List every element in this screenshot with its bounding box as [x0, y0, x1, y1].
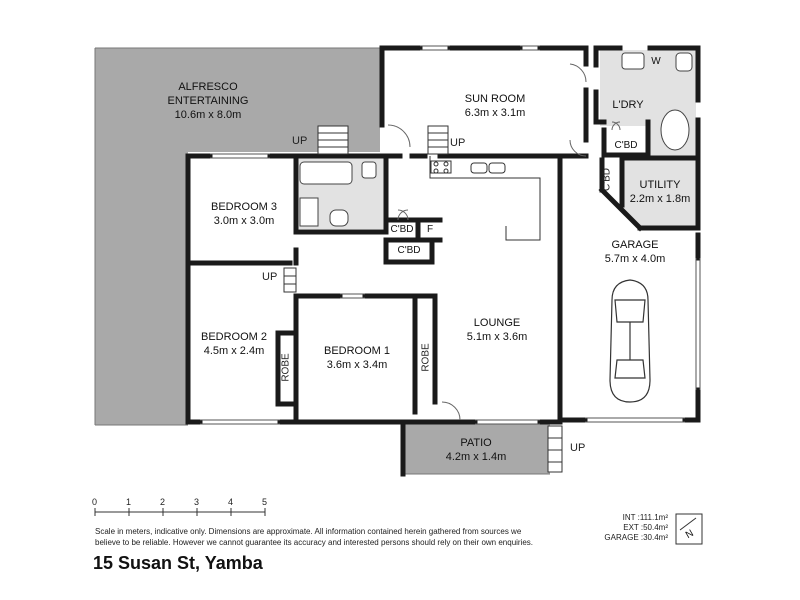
cbd-hall-label: C'BD	[397, 245, 421, 256]
utility-floor	[622, 157, 696, 226]
scale-tick-1: 1	[126, 497, 132, 507]
scale-tick-3: 3	[194, 497, 200, 507]
robe-bedroom2-label: ROBE	[280, 353, 292, 382]
patio-dims: 4.2m x 1.4m	[445, 451, 507, 463]
bedroom2-name: BEDROOM 2	[200, 331, 267, 343]
sun-room-label: SUN ROOM 6.3m x 3.1m	[440, 92, 550, 120]
alfresco-label: ALFRESCO ENTERTAINING 10.6m x 8.0m	[148, 80, 268, 122]
bedroom3-name: BEDROOM 3	[210, 201, 277, 213]
bedroom3-dims: 3.0m x 3.0m	[213, 215, 275, 227]
bedroom1-dims: 3.6m x 3.4m	[326, 359, 388, 371]
utility-label: UTILITY 2.2m x 1.8m	[624, 178, 696, 206]
laundry-label: L'DRY	[608, 98, 648, 112]
up-label-sunroom: UP	[450, 137, 466, 149]
bedroom3-label: BEDROOM 3 3.0m x 3.0m	[200, 200, 288, 228]
walls	[185, 45, 701, 477]
bedroom2-dims: 4.5m x 2.4m	[203, 345, 265, 357]
sun-room-name: SUN ROOM	[464, 93, 526, 105]
utility-dims: 2.2m x 1.8m	[629, 193, 691, 205]
alfresco-name-1: ALFRESCO	[178, 81, 238, 93]
property-address: 15 Susan St, Yamba	[93, 553, 263, 573]
robe-bedroom1-label: ROBE	[420, 343, 432, 372]
disclaimer: Scale in meters, indicative only. Dimens…	[95, 526, 575, 548]
car-outline	[609, 279, 651, 403]
up-label-alfresco: UP	[292, 135, 308, 147]
garage-label: GARAGE 5.7m x 4.0m	[590, 238, 680, 266]
area-ext: EXT :50.4m²	[623, 523, 668, 532]
scale-tick-2: 2	[160, 497, 166, 507]
scale-tick-0: 0	[92, 497, 98, 507]
alfresco-area	[95, 48, 380, 425]
up-label-patio: UP	[570, 442, 586, 454]
lounge-label: LOUNGE 5.1m x 3.6m	[452, 316, 542, 344]
garage-dims: 5.7m x 4.0m	[604, 253, 666, 265]
bedroom2-label: BEDROOM 2 4.5m x 2.4m	[190, 330, 278, 358]
utility-name: UTILITY	[639, 179, 681, 191]
bedroom1-name: BEDROOM 1	[323, 345, 390, 357]
patio-label: PATIO 4.2m x 1.4m	[430, 436, 522, 464]
area-int: INT :111.1m²	[622, 513, 668, 522]
laundry-name: L'DRY	[612, 99, 644, 111]
cbd-laundry-label: C'BD	[614, 140, 638, 151]
disclaimer-line-2: believe to be reliable. However we canno…	[95, 538, 534, 547]
cbd-kitchen-label: C'BD	[390, 224, 414, 235]
disclaimer-line-1: Scale in meters, indicative only. Dimens…	[95, 527, 522, 536]
bedroom1-label: BEDROOM 1 3.6m x 3.4m	[312, 344, 402, 372]
scale-tick-4: 4	[228, 497, 234, 507]
garage-name: GARAGE	[611, 239, 659, 251]
sun-room-dims: 6.3m x 3.1m	[464, 107, 526, 119]
area-summary: INT :111.1m² EXT :50.4m² GARAGE :30.4m²	[604, 513, 668, 543]
cbd-utility-label: C'BD	[601, 167, 613, 192]
washer-label: W	[651, 56, 661, 67]
scale-tick-5: 5	[262, 497, 268, 507]
patio-area	[404, 424, 550, 474]
scale-bar	[94, 508, 266, 516]
up-label-bedroom: UP	[262, 271, 278, 283]
lounge-dims: 5.1m x 3.6m	[466, 331, 528, 343]
alfresco-name-2: ENTERTAINING	[167, 95, 249, 107]
compass-icon	[675, 513, 703, 545]
area-garage: GARAGE :30.4m²	[604, 533, 668, 542]
lounge-name: LOUNGE	[473, 317, 521, 329]
patio-name: PATIO	[460, 437, 492, 449]
fridge-label: F	[426, 224, 434, 235]
alfresco-dims: 10.6m x 8.0m	[174, 109, 242, 121]
